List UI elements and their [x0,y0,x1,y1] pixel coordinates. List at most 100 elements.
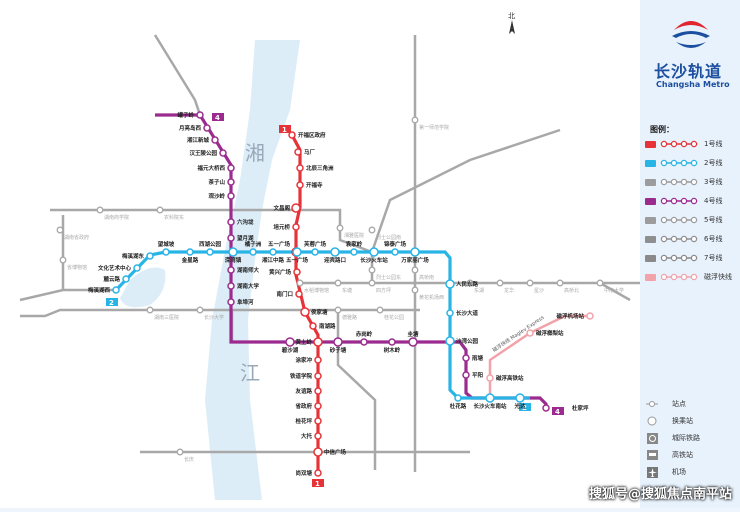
gray-line-station[interactable] [411,266,419,274]
line2-station[interactable] [162,248,170,256]
gray-line-station[interactable] [496,279,504,287]
line1-interchange-station[interactable] [291,203,301,213]
line1-station[interactable] [314,417,322,425]
line4-station[interactable] [211,136,219,144]
line2-interchange-station[interactable] [445,336,455,346]
gray-line-station[interactable] [466,279,474,287]
line2-interchange-station[interactable] [330,247,340,257]
line1-station[interactable] [314,432,322,440]
line1-station[interactable] [314,402,322,410]
line2-station[interactable] [186,248,194,256]
line4-interchange-station[interactable] [333,337,343,347]
station-label: 中南大学 [604,287,624,294]
station-label: 砂子塘 [329,346,347,354]
line4-station[interactable] [227,298,235,306]
line4-station[interactable] [227,164,235,172]
line2-station[interactable] [122,275,130,283]
station-label: 马厂 [304,148,316,156]
gray-line-station[interactable] [376,306,384,314]
line1-station[interactable] [288,131,296,139]
gray-line-station[interactable] [196,306,204,314]
station-label: 阜埠河 [237,298,254,306]
line4-station[interactable] [227,282,235,290]
line2-station[interactable] [311,248,319,256]
line1-station[interactable] [309,322,317,330]
line2-station[interactable] [146,252,154,260]
line1-station[interactable] [293,268,301,276]
station-label: 长沙大学 [204,314,224,321]
line4-station[interactable] [227,234,235,242]
line4-station[interactable] [219,149,227,157]
station-label: 高桥南 [419,274,434,281]
gray-line-station[interactable] [296,279,304,287]
line4-station[interactable] [360,338,368,346]
line1-interchange-station[interactable] [313,337,323,347]
maglev-station[interactable] [586,312,594,320]
line4-station[interactable] [388,338,396,346]
line2-station[interactable] [206,248,214,256]
line2-station[interactable] [391,248,399,256]
gray-line-station[interactable] [176,448,184,456]
gray-line-station[interactable] [146,306,154,314]
line1-station[interactable] [294,148,302,156]
intercity-rail-icon [646,432,658,444]
line2-interchange-station[interactable] [515,393,525,403]
line2-interchange-station[interactable] [292,247,302,257]
line1-badge: 1 [279,125,291,134]
gray-line-station[interactable] [368,279,376,287]
gray-line-station[interactable] [368,226,376,234]
line2-interchange-station[interactable] [369,247,379,257]
line4-station[interactable] [227,266,235,274]
line2-station[interactable] [249,248,257,256]
line1-interchange-station[interactable] [313,447,323,457]
gray-line-station[interactable] [556,279,564,287]
line2-interchange-station[interactable] [410,247,420,257]
gray-line-station[interactable] [596,279,604,287]
line1-station[interactable] [314,372,322,380]
gray-line-station[interactable] [56,226,64,234]
line2-interchange-station[interactable] [445,279,455,289]
line2-station[interactable] [133,264,141,272]
maglev-station[interactable] [486,374,494,382]
line1-interchange-station[interactable] [300,307,310,317]
line1-station[interactable] [314,356,322,364]
line1-station[interactable] [296,164,304,172]
line2-station[interactable] [446,309,454,317]
line4-station[interactable] [462,371,470,379]
line4-interchange-station[interactable] [285,337,295,347]
line4-interchange-station[interactable] [408,337,418,347]
line4-station[interactable] [227,178,235,186]
gray-line-station[interactable] [156,206,164,214]
gray-line-station[interactable] [336,224,344,232]
line2-interchange-station[interactable] [228,247,238,257]
line4-station[interactable] [542,404,550,412]
line1-station[interactable] [314,387,322,395]
gray-line-station[interactable] [526,279,534,287]
station-label: 圭塘 [407,330,419,338]
gray-line-station[interactable] [411,286,419,294]
gray-line-station[interactable] [59,256,67,264]
line1-station[interactable] [292,223,300,231]
gray-line-station[interactable] [96,206,104,214]
station-label: 水稻博物馆 [304,287,329,294]
line-badge [645,140,656,148]
line2-interchange-station[interactable] [485,393,495,403]
line1-station[interactable] [295,290,303,298]
gray-line-station[interactable] [334,306,342,314]
line2-station[interactable] [269,248,277,256]
line2-station[interactable] [454,394,462,402]
line4-station[interactable] [462,354,470,362]
maglev-station[interactable] [526,329,534,337]
line1-station[interactable] [296,181,304,189]
line4-station[interactable] [196,111,204,119]
line4-station[interactable] [227,192,235,200]
gray-line-station[interactable] [334,279,342,287]
line4-station[interactable] [227,218,235,226]
line1-station[interactable] [314,469,322,477]
line-sample-icon [660,216,698,224]
gray-line-station[interactable] [368,266,376,274]
gray-line-station[interactable] [411,116,419,124]
line2-station[interactable] [350,248,358,256]
line4-station[interactable] [203,124,211,132]
line2-station[interactable] [112,286,120,294]
